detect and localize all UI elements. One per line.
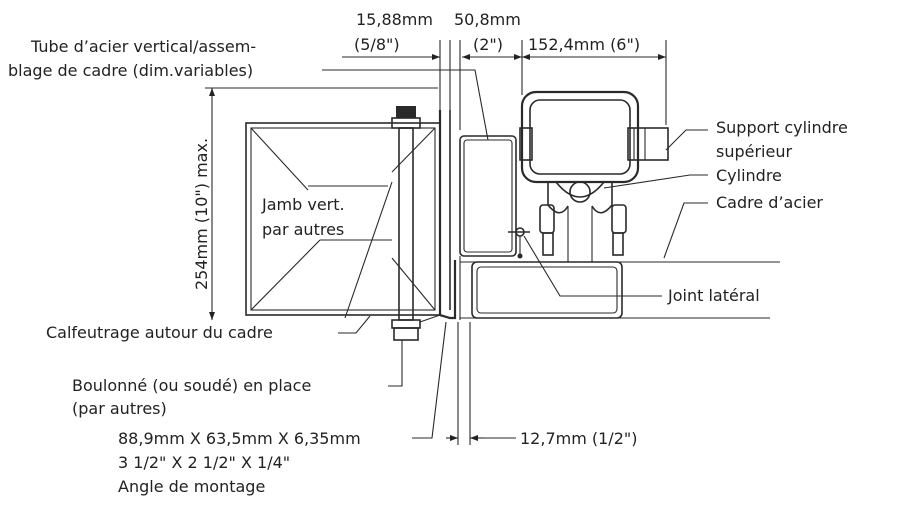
- dim-arrow-offset-right: [470, 435, 478, 441]
- label-support-line1: Support cylindre: [716, 118, 848, 137]
- frame-box: [471, 261, 623, 319]
- label-angle-line3: Angle de montage: [118, 477, 265, 496]
- hinge-right: [591, 182, 613, 214]
- steel-tube: [459, 135, 517, 257]
- leader-cylinder-support: [665, 129, 708, 151]
- label-bolted-line1: Boulonné (ou soudé) en place: [72, 376, 311, 395]
- leader-steel-frame: [663, 202, 708, 259]
- bolt-shank: [398, 127, 414, 321]
- label-jamb-line2: par autres: [262, 220, 344, 239]
- caulk-bead: [419, 314, 441, 323]
- dim-arrow-cyl-left: [522, 54, 530, 60]
- dim-cyl-support: 152,4mm (6"): [528, 35, 640, 54]
- dim-gap-in: (2"): [473, 35, 503, 54]
- dim-bracket-width-in: (5/8"): [354, 35, 400, 54]
- cylinder-pivot: [569, 181, 591, 203]
- label-cylinder: Cylindre: [716, 166, 782, 185]
- leader-cylinder: [603, 174, 708, 189]
- label-steel-frame: Cadre d’acier: [716, 193, 823, 212]
- leader-angle: [412, 321, 447, 439]
- hinge-left: [547, 182, 569, 214]
- dim-offset: 12,7mm (1/2"): [520, 429, 637, 448]
- bolt-washer-bottom: [391, 319, 421, 329]
- dim-arrow-bracket: [432, 54, 440, 60]
- cylinder-support-outer: [520, 90, 640, 184]
- cylinder-support-clamp-left: [519, 127, 533, 161]
- label-support-line2: supérieur: [716, 142, 792, 161]
- label-caulking: Calfeutrage autour du cadre: [46, 323, 273, 342]
- leader-tube: [322, 69, 489, 141]
- dim-arrow-height-bottom: [209, 312, 215, 320]
- dim-arrow-offset-left: [450, 435, 458, 441]
- dim-arrow-cyl-right: [658, 54, 666, 60]
- dim-height: 254mm (10") max.: [192, 138, 211, 290]
- jamb-diag-bl: [250, 239, 321, 311]
- dim-arrow-height-top: [209, 88, 215, 96]
- label-side-seal: Joint latéral: [667, 286, 760, 305]
- cylinder-support-inner: [529, 99, 631, 175]
- bolt-nut-bottom: [393, 327, 419, 341]
- label-tube-line1: Tube d’acier vertical/assem-: [30, 37, 256, 56]
- jamb-box-inner: [250, 127, 436, 311]
- dim-gap-mm: 50,8mm: [454, 10, 521, 29]
- label-angle-line2: 3 1/2" X 2 1/2" X 1/4": [118, 453, 290, 472]
- hinge-leg-left: [542, 232, 554, 256]
- hinge-plate-right: [611, 204, 627, 234]
- leader-bolted: [388, 340, 403, 387]
- label-bolted-line2: (par autres): [72, 399, 167, 418]
- cylinder-body: [555, 181, 605, 198]
- bolt-nut-top: [396, 106, 416, 118]
- hinge-leg-right: [612, 232, 624, 256]
- seal-tip: [517, 253, 523, 259]
- cylinder-support-bracket: [627, 127, 669, 161]
- dim-bracket-width-mm: 15,88mm: [356, 10, 433, 29]
- leader-caulk: [344, 181, 393, 319]
- leader-side-seal: [523, 235, 662, 297]
- label-jamb-line1: Jamb vert.: [261, 195, 345, 214]
- mounting-angle: [438, 110, 457, 320]
- frame-box-inner: [476, 266, 618, 314]
- steel-tube-inner: [463, 139, 513, 253]
- label-angle-line1: 88,9mm X 63,5mm X 6,35mm: [118, 429, 361, 448]
- dim-arrow-gap-right: [514, 54, 522, 60]
- jamb-diag-tl: [250, 127, 309, 191]
- dim-arrow-gap-left: [462, 54, 470, 60]
- leader-caulking: [338, 315, 371, 334]
- label-tube-line2: blage de cadre (dim.variables): [8, 61, 253, 80]
